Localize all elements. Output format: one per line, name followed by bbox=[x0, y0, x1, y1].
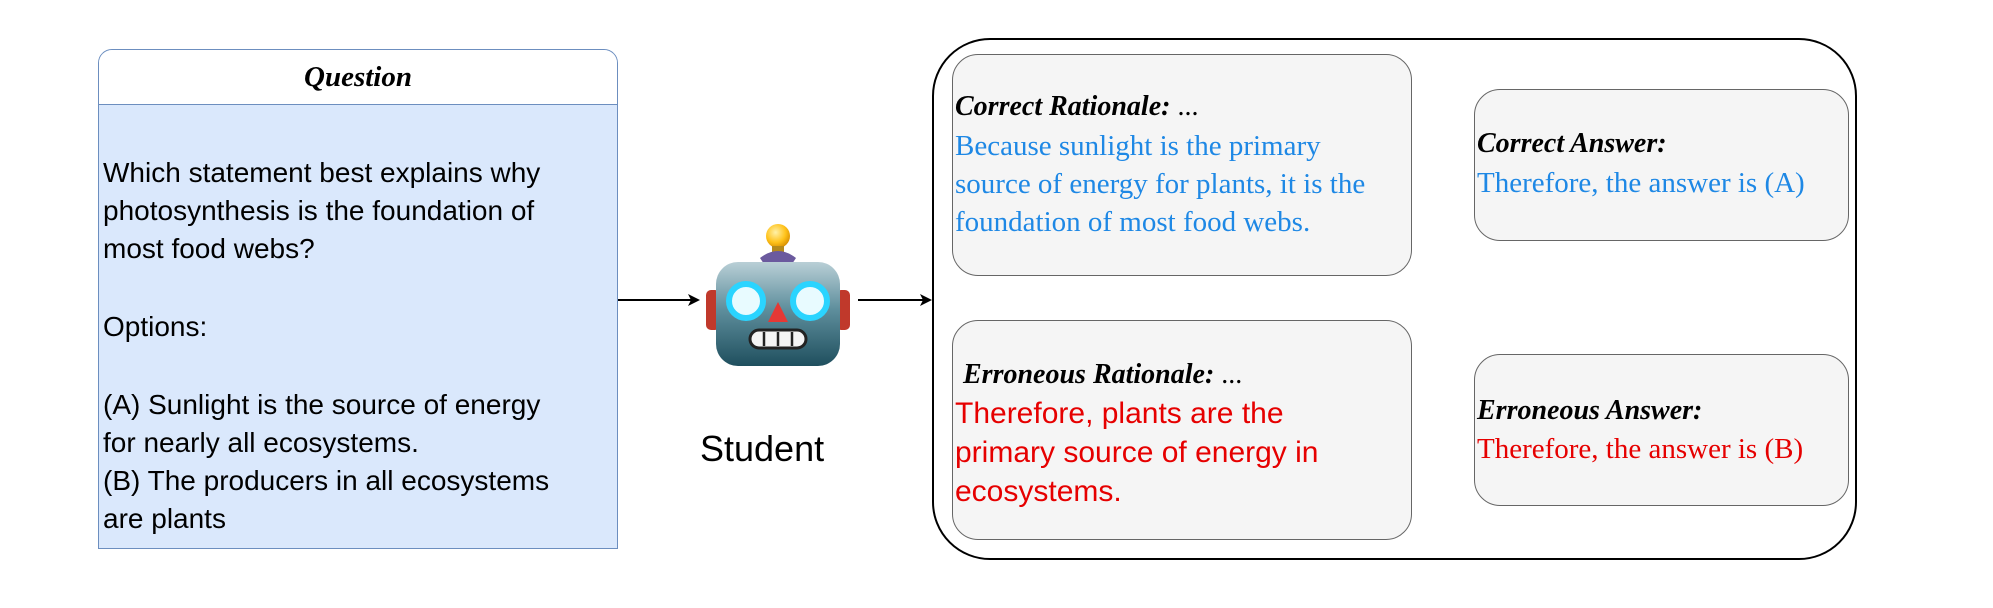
question-line: photosynthesis is the foundation of bbox=[103, 195, 535, 226]
erroneous-rationale-heading-text: Erroneous Rationale: bbox=[963, 359, 1215, 390]
student-label: Student bbox=[700, 428, 825, 469]
erroneous-answer-text: Therefore, the answer is (B) bbox=[1477, 433, 1804, 465]
question-card: Question Which statement best explains w… bbox=[98, 49, 618, 549]
option-a-line: (A) Sunlight is the source of energy bbox=[103, 389, 541, 420]
correct-rationale-line: Because sunlight is the primary bbox=[955, 130, 1321, 162]
erroneous-rationale-heading: Erroneous Rationale: ... bbox=[963, 359, 1242, 391]
option-b-line: are plants bbox=[103, 503, 226, 534]
correct-rationale-heading: Correct Rationale: ... bbox=[955, 91, 1198, 123]
correct-answer-text: Therefore, the answer is (A) bbox=[1477, 167, 1805, 199]
correct-rationale-line: foundation of most food webs. bbox=[955, 206, 1311, 238]
correct-answer-heading: Correct Answer: bbox=[1477, 128, 1667, 159]
question-line: Which statement best explains why bbox=[103, 157, 541, 188]
erroneous-answer-heading: Erroneous Answer: bbox=[1477, 395, 1703, 426]
options-label: Options: bbox=[103, 311, 208, 342]
correct-rationale-ellipsis: ... bbox=[1177, 91, 1199, 122]
correct-rationale-box: Correct Rationale: ... Because sunlight … bbox=[952, 54, 1412, 276]
erroneous-answer-box: Erroneous Answer: Therefore, the answer … bbox=[1474, 354, 1849, 506]
question-line: most food webs? bbox=[103, 233, 315, 264]
correct-rationale-line: source of energy for plants, it is the bbox=[955, 168, 1366, 200]
erroneous-rationale-line: ecosystems. bbox=[955, 475, 1122, 508]
correct-rationale-heading-text: Correct Rationale: bbox=[955, 91, 1171, 122]
robot-icon bbox=[706, 224, 850, 366]
erroneous-rationale-line: Therefore, plants are the bbox=[955, 397, 1284, 430]
erroneous-rationale-ellipsis: ... bbox=[1221, 359, 1243, 390]
correct-answer-box: Correct Answer: Therefore, the answer is… bbox=[1474, 89, 1849, 241]
question-title: Question bbox=[99, 50, 617, 105]
erroneous-rationale-line: primary source of energy in bbox=[955, 436, 1319, 469]
erroneous-rationale-box: Erroneous Rationale: ... Therefore, plan… bbox=[952, 320, 1412, 540]
option-a-line: for nearly all ecosystems. bbox=[103, 427, 419, 458]
option-b-line: (B) The producers in all ecosystems bbox=[103, 465, 550, 496]
